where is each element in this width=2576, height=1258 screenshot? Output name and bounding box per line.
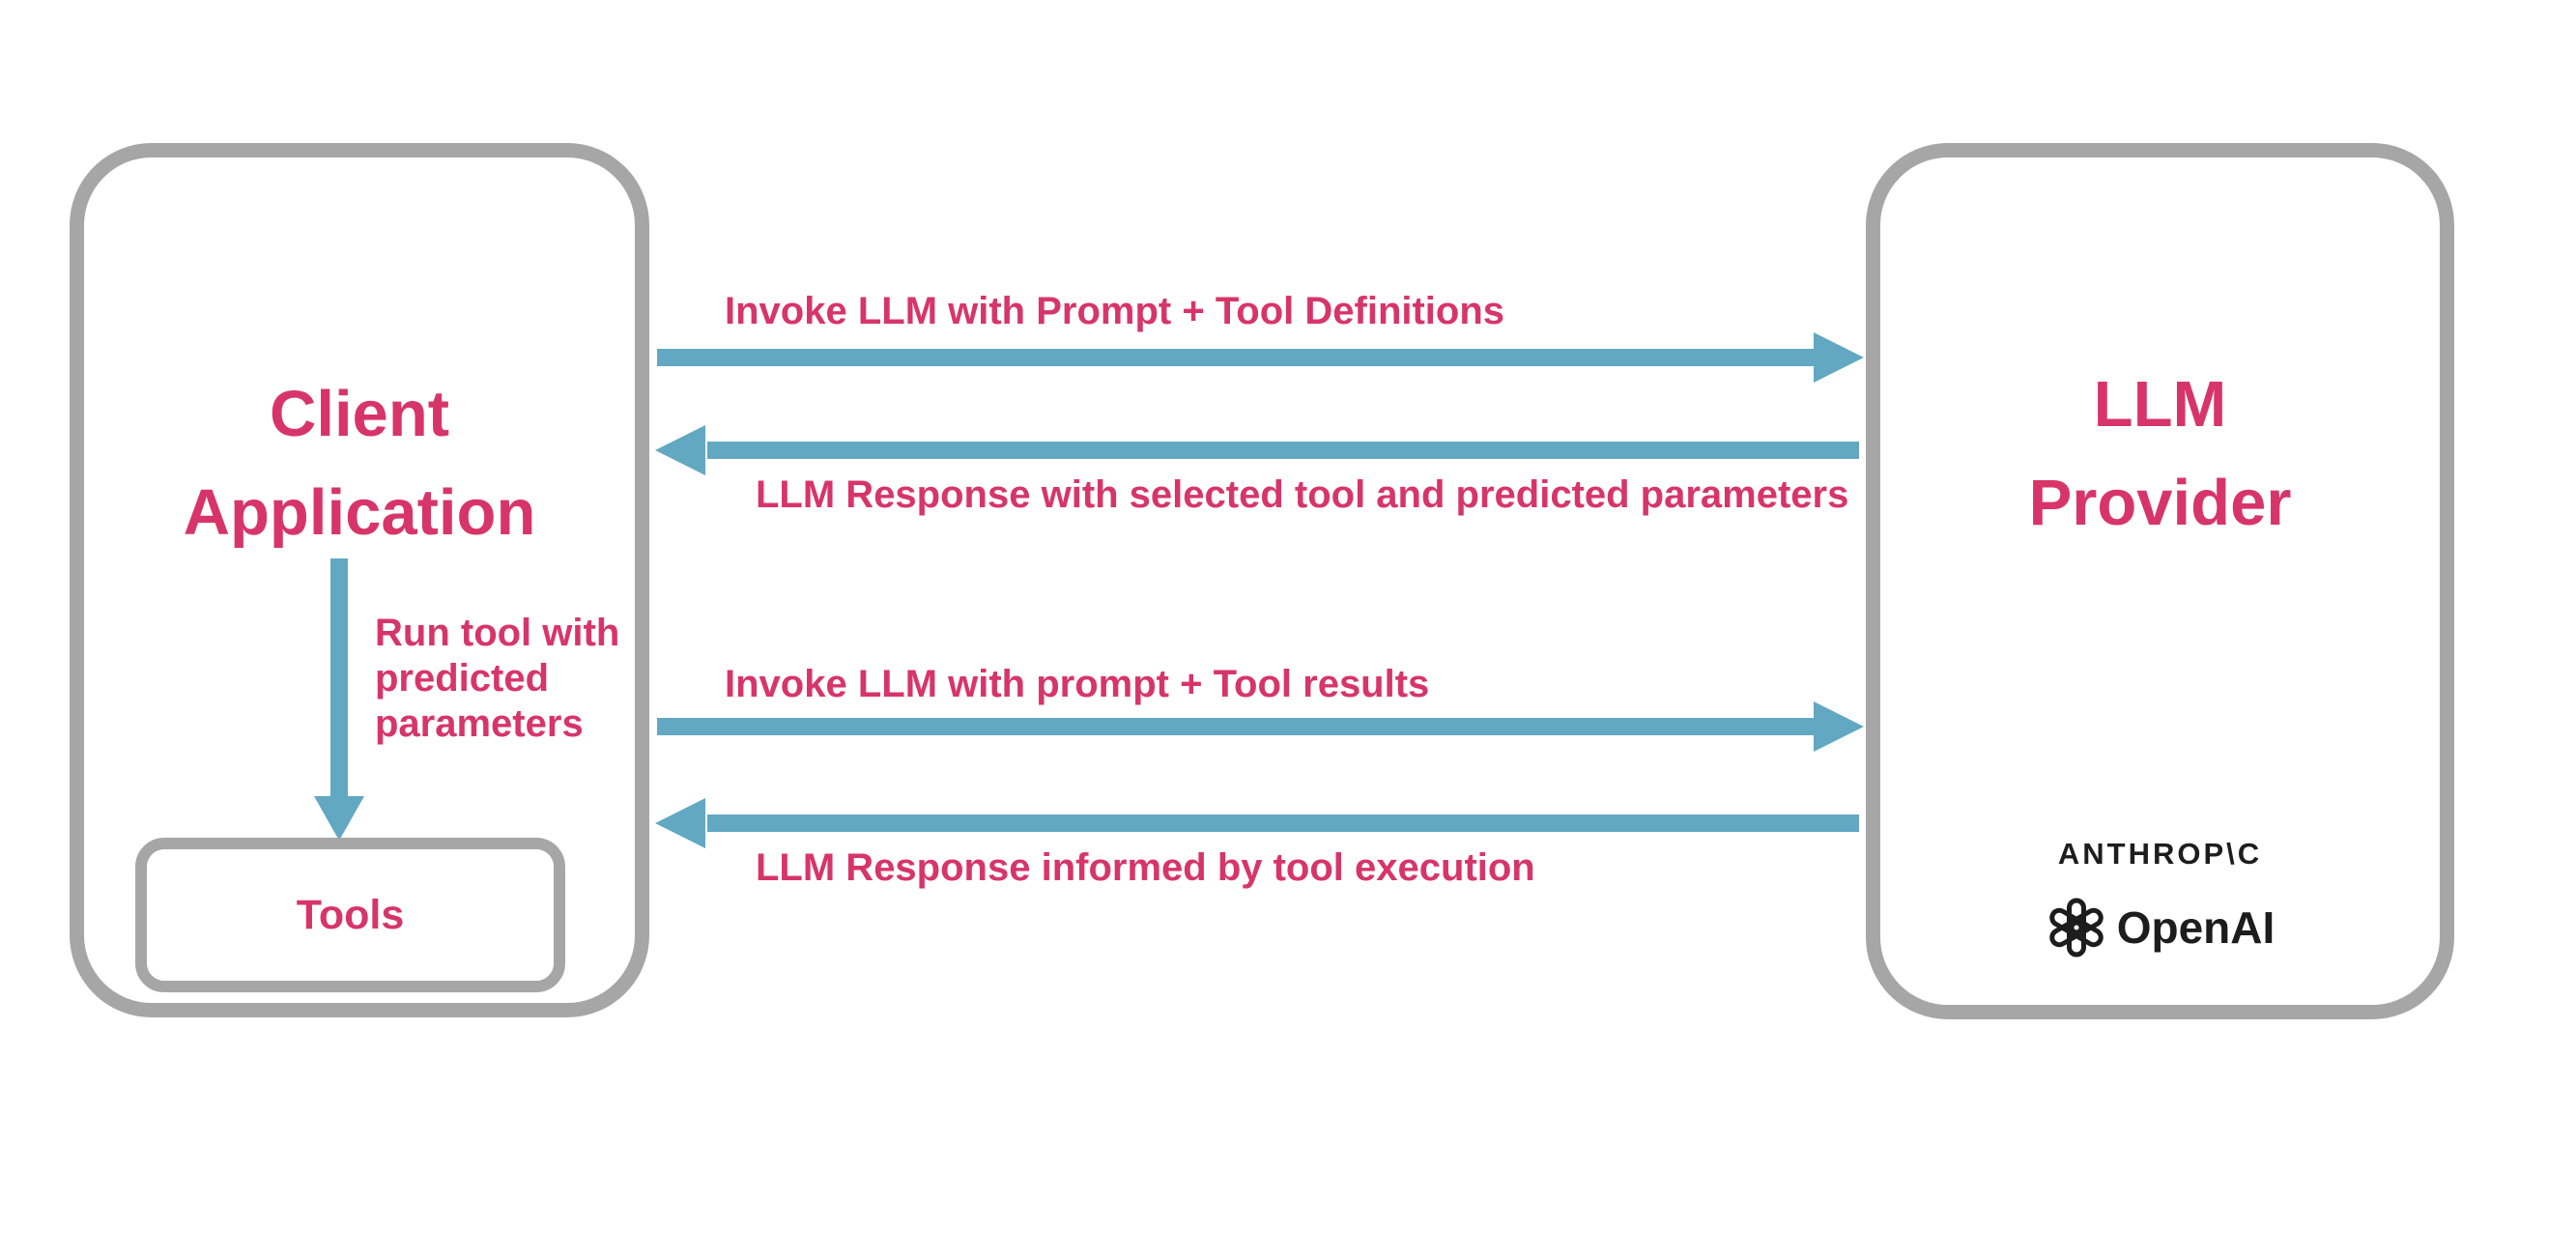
arrow-2-shaft [707,442,1859,459]
arrow-left-icon [655,798,705,848]
run-tool-arrow-shaft [330,558,348,796]
openai-flower-icon [2048,898,2104,958]
run-tool-note-line1: Run tool with [375,612,620,654]
tools-box: Tools [135,838,565,992]
anthropic-logo: ANTHROP\C [2057,837,2263,871]
arrow-3-label: Invoke LLM with prompt + Tool results [725,663,1430,705]
arrow-4-shaft [707,815,1859,832]
arrow-1-label: Invoke LLM with Prompt + Tool Definition… [725,290,1505,332]
run-tool-note-line3: parameters [375,702,584,745]
arrow-3-shaft [657,718,1816,735]
tools-label: Tools [296,891,405,938]
llm-provider-box [1866,143,2454,1019]
arrow-2-label: LLM Response with selected tool and pred… [756,473,1849,516]
run-tool-note: Run tool with predicted parameters [375,611,619,747]
arrow-1-shaft [657,349,1816,366]
arrow-right-icon [1814,332,1864,383]
arrow-down-icon [314,796,364,841]
llm-title-line1: LLM [2093,368,2227,441]
openai-name: OpenAI [2116,902,2275,953]
run-tool-note-line2: predicted [375,657,550,700]
arrow-left-icon [655,425,705,475]
llm-title-line2: Provider [2028,467,2292,539]
openai-logo: OpenAI [1866,897,2454,958]
client-title-line1: Client [269,378,450,450]
arrow-4-label: LLM Response informed by tool execution [756,846,1535,889]
client-title-line2: Application [183,476,536,549]
client-application-title: Client Application [70,365,649,562]
llm-provider-title: LLM Provider [1866,356,2454,553]
arrow-right-icon [1814,701,1864,752]
